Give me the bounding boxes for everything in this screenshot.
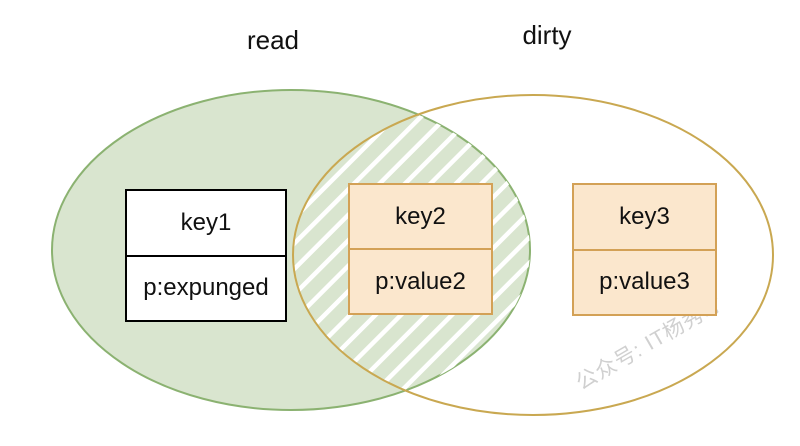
map-entry-key2: key2 p:value2	[348, 183, 493, 315]
read-set-label: read	[246, 25, 300, 55]
dirty-set-ellipse	[292, 94, 774, 416]
entry-value-label: p:value2	[375, 267, 466, 295]
entry-key-label: key2	[350, 185, 491, 250]
entry-value-label: p:value3	[599, 268, 690, 296]
overlap-hatch-region	[293, 95, 530, 410]
map-entry-key3: key3 p:value3	[572, 183, 717, 316]
entry-key-label: key3	[574, 185, 715, 251]
map-entry-key1: key1 p:expunged	[125, 189, 287, 322]
entry-key-label: key1	[127, 191, 285, 257]
entry-value-label: p:expunged	[143, 274, 269, 302]
dirty-set-label: dirty	[522, 20, 572, 50]
